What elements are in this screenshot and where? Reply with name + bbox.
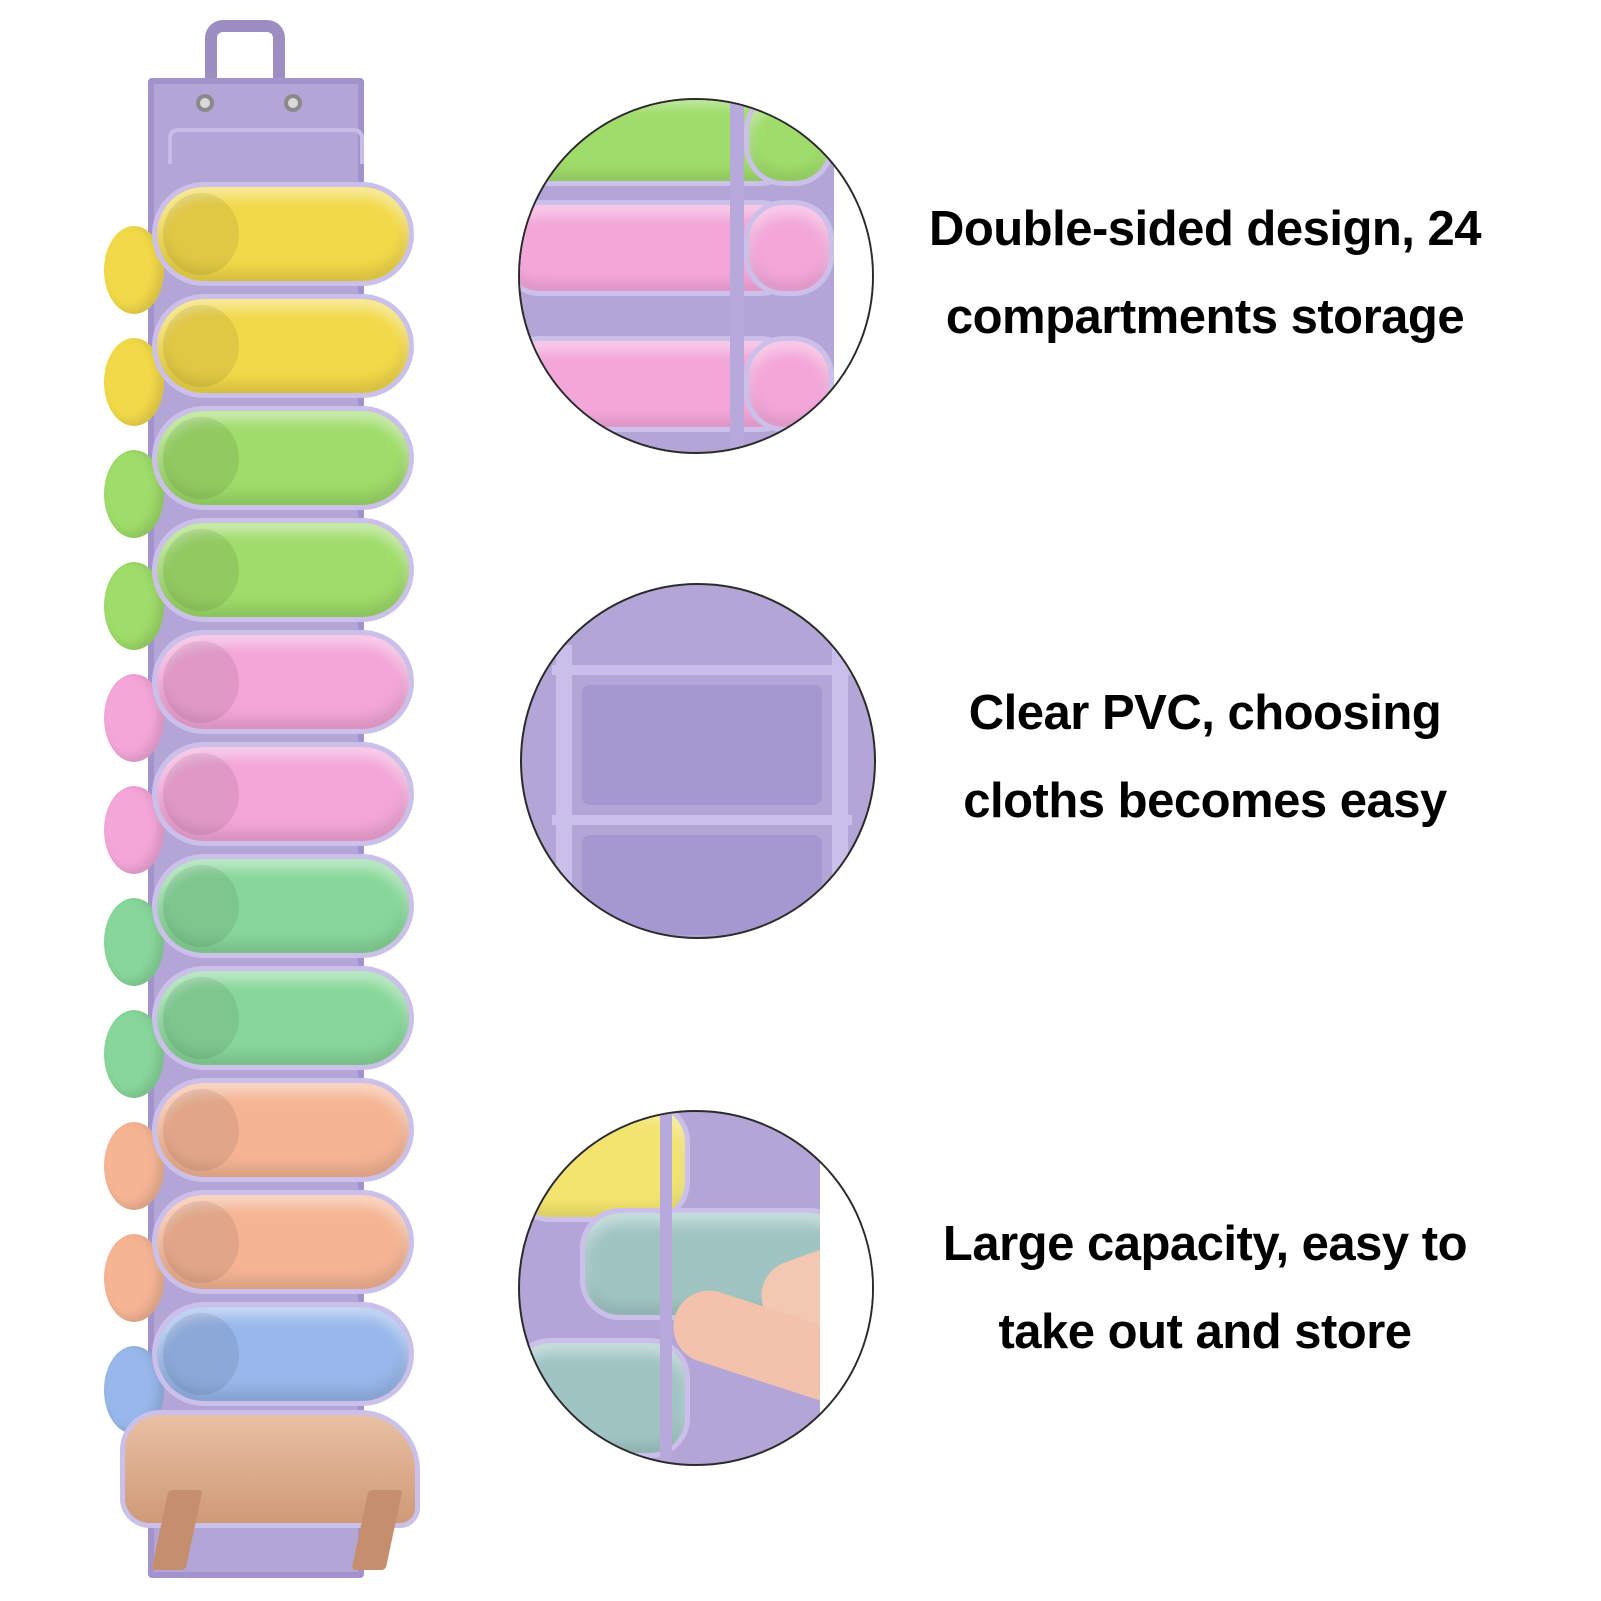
feature-caption-large-capacity: Large capacity, easy to take out and sto…	[900, 1200, 1510, 1376]
rolled-cloth	[152, 1078, 414, 1182]
clear-pocket	[582, 835, 822, 935]
rolled-cloth	[152, 182, 414, 286]
rolled-cloth	[152, 406, 414, 510]
rolled-cloth	[152, 1190, 414, 1294]
hanging-organizer-image	[0, 0, 460, 1601]
caption-line: Large capacity, easy to	[942, 1217, 1468, 1271]
caption-line: compartments storage	[945, 290, 1465, 344]
grommet-left	[196, 94, 214, 112]
rolled-cloth	[152, 1302, 414, 1406]
caption-line: Clear PVC, choosing	[968, 686, 1442, 740]
rolled-cloth	[152, 630, 414, 734]
caption-line: cloths becomes easy	[963, 774, 1447, 828]
rolled-cloth	[152, 294, 414, 398]
rolled-cloth	[152, 518, 414, 622]
pink-roll-back	[744, 336, 834, 432]
pvc-side-left	[556, 645, 572, 905]
zoom-circle-clear-pvc	[520, 583, 876, 939]
zoom-circle-double-sided	[518, 98, 874, 454]
feature-caption-double-sided: Double-sided design, 24 compartments sto…	[900, 185, 1510, 361]
circle-background	[820, 1112, 872, 1464]
feature-caption-clear-pvc: Clear PVC, choosing cloths becomes easy	[900, 669, 1510, 845]
divider-strip	[660, 1112, 672, 1464]
pvc-edge	[552, 665, 852, 675]
rolled-cloth	[152, 742, 414, 846]
green-roll-back	[744, 100, 834, 186]
pvc-side-right	[832, 645, 848, 905]
zoom-circle-large-capacity	[518, 1110, 874, 1466]
rolled-cloth	[152, 966, 414, 1070]
rolled-cloth	[152, 854, 414, 958]
pink-roll-back	[744, 200, 834, 296]
pvc-edge	[552, 815, 852, 825]
grommet-right	[284, 94, 302, 112]
top-pocket	[168, 128, 364, 164]
caption-line: take out and store	[998, 1305, 1412, 1359]
caption-line: Double-sided design, 24	[928, 202, 1482, 256]
clear-pocket	[582, 685, 822, 805]
circle-background	[834, 100, 872, 452]
divider-strip	[730, 100, 744, 452]
